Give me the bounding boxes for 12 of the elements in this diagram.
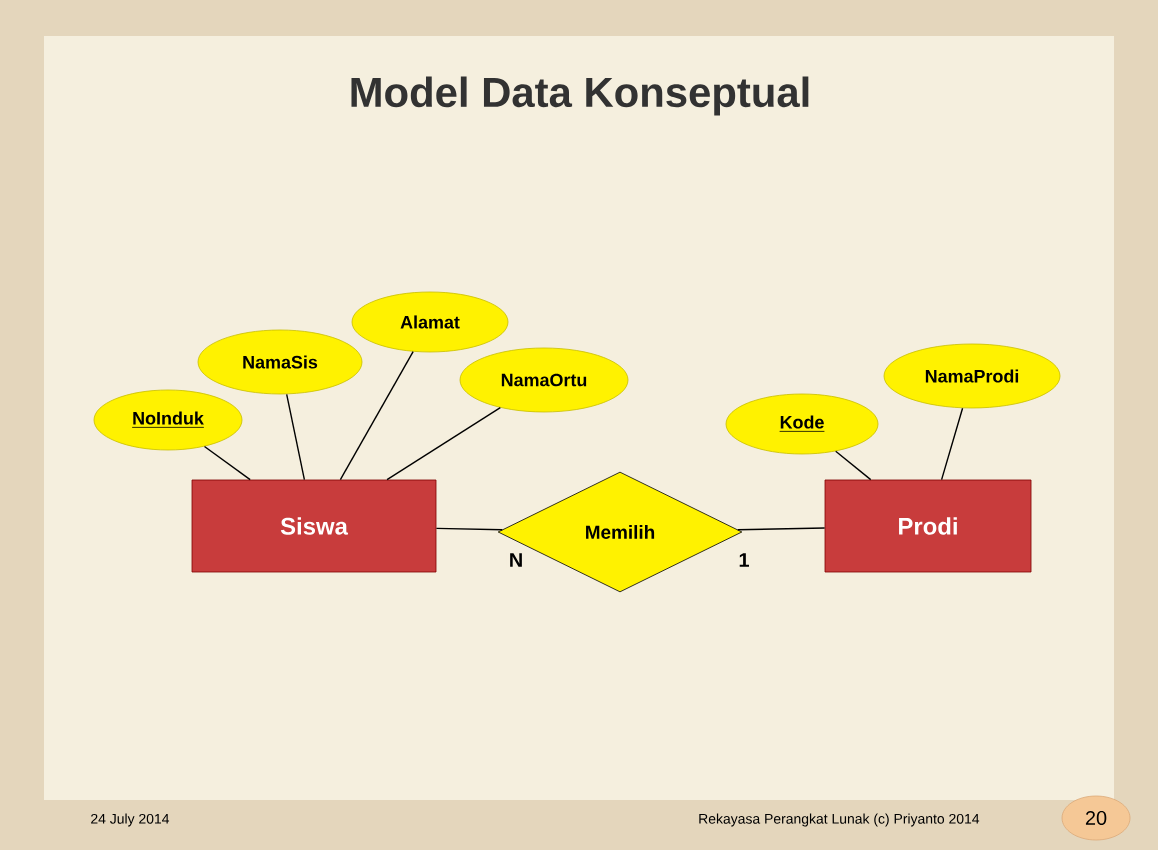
connector-line (339, 351, 414, 481)
page-number-badge: 20 (1061, 795, 1131, 841)
connector-line (386, 407, 502, 481)
title: Model Data Konseptual (351, 76, 809, 116)
connector-line (203, 445, 251, 481)
entity-box: Siswa (191, 479, 437, 573)
connector-line (435, 527, 503, 531)
connector-line (286, 393, 306, 481)
connector-line (940, 407, 964, 481)
connector-line (737, 527, 826, 531)
connector-line (835, 450, 872, 481)
entity-box: Prodi (824, 479, 1032, 573)
